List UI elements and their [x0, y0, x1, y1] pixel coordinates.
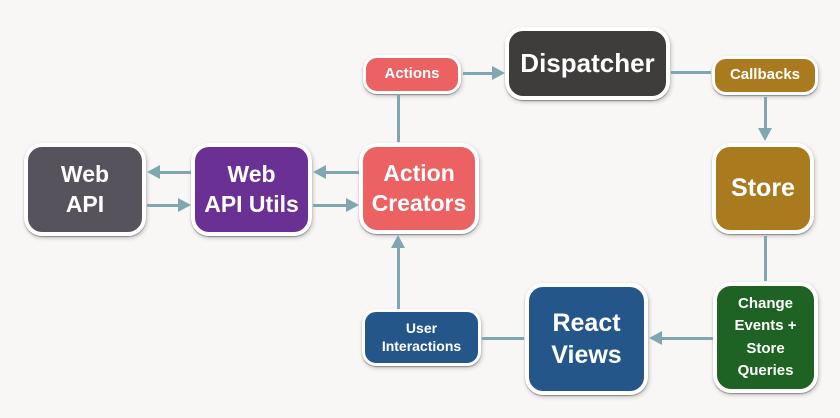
arrowhead-web-api-utils-to-action-creators: [346, 198, 359, 212]
connector-dispatcher-to-callbacks: [671, 71, 711, 74]
node-dispatcher: Dispatcher: [505, 27, 670, 100]
connector-react-views-to-user-interactions: [482, 337, 524, 340]
connector-change-events-to-react-views: [661, 337, 713, 340]
connector-web-api-utils-to-action-creators: [313, 204, 347, 207]
connector-web-api-utils-to-web-api: [159, 171, 191, 174]
arrowhead-change-events-to-react-views: [649, 331, 662, 345]
node-store: Store: [712, 143, 814, 234]
arrowhead-callbacks-to-store: [758, 128, 772, 141]
arrowhead-web-api-utils-to-web-api: [147, 165, 160, 179]
arrowhead-action-creators-to-web-api-utils: [313, 165, 326, 179]
arrowhead-actions-to-dispatcher: [492, 66, 505, 80]
node-dispatcher-label: Dispatcher: [520, 48, 655, 78]
connector-user-interactions-to-action-creators: [397, 247, 400, 309]
arrowhead-web-api-to-web-api-utils: [178, 198, 191, 212]
node-callbacks: Callbacks: [712, 56, 818, 95]
connector-action-creators-to-web-api-utils: [325, 171, 359, 174]
connector-store-to-change-events: [764, 236, 767, 281]
node-callbacks-label: Callbacks: [729, 66, 801, 84]
arrowhead-user-interactions-to-action-creators: [391, 235, 405, 248]
node-actions: Actions: [363, 55, 461, 94]
node-actions-label: Actions: [384, 65, 440, 83]
connector-action-creators-to-actions: [397, 94, 400, 142]
connector-actions-to-dispatcher: [463, 72, 493, 75]
node-store-label: Store: [731, 174, 795, 203]
connector-callbacks-to-store: [764, 97, 767, 129]
connector-web-api-to-web-api-utils: [147, 204, 179, 207]
